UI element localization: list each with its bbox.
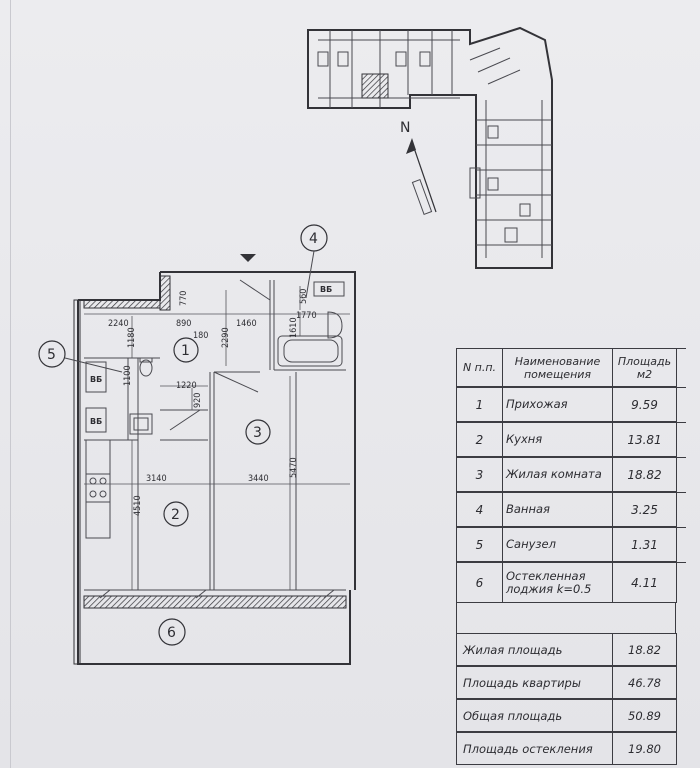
- dim-3440: 3440: [248, 474, 269, 484]
- header-name: Наименование помещения: [503, 349, 613, 387]
- summary-value: 46.78: [613, 667, 677, 699]
- stove: [85, 439, 111, 539]
- row-area: 9.59: [613, 388, 677, 422]
- dim-2290: 2290: [221, 327, 231, 348]
- row-name: Прихожая: [503, 388, 613, 422]
- dim-890: 890: [176, 319, 191, 329]
- row-area: 3.25: [613, 493, 677, 527]
- svg-text:3: 3: [253, 425, 262, 441]
- table-row: 4 Ванная 3.25: [456, 492, 686, 527]
- vb-label-1: ВБ: [90, 375, 102, 384]
- svg-text:5: 5: [47, 347, 56, 363]
- row-num: 4: [457, 493, 503, 527]
- summary-row: Общая площадь 50.89: [456, 699, 677, 732]
- summary-label: Общая площадь: [457, 700, 613, 732]
- dim-1460: 1460: [236, 319, 257, 329]
- dim-1180: 1180: [127, 327, 137, 348]
- table-row: 2 Кухня 13.81: [456, 422, 686, 457]
- dim-1610: 1610: [289, 317, 299, 338]
- kitchen-sink: [129, 413, 153, 435]
- dim-5470: 5470: [289, 457, 299, 478]
- row-area: 18.82: [613, 458, 677, 492]
- table-gap: [456, 603, 676, 633]
- door-swings: [99, 279, 335, 599]
- summary-label: Площадь остекления: [457, 733, 613, 765]
- row-num: 5: [457, 528, 503, 562]
- dim-1220: 1220: [176, 381, 197, 391]
- room-number-2: 2: [163, 501, 189, 527]
- svg-text:4: 4: [309, 231, 318, 247]
- row-num: 2: [457, 423, 503, 457]
- water-heater-1: [85, 361, 107, 393]
- header-area: Площадь м2: [613, 349, 677, 387]
- room-number-6: 6: [158, 618, 186, 646]
- summary-row: Площадь остекления 19.80: [456, 732, 677, 765]
- room-number-3: 3: [245, 419, 271, 445]
- vb-label-3: ВБ: [320, 285, 332, 294]
- row-name: Остекленная лоджия k=0.5: [503, 563, 613, 603]
- summary-row: Площадь квартиры 46.78: [456, 666, 677, 699]
- header-num: N п.п.: [457, 349, 503, 387]
- summary-value: 18.82: [613, 634, 677, 666]
- interior-walls: [84, 280, 346, 591]
- room-number-1: 1: [173, 337, 199, 363]
- table-header: N п.п. Наименование помещения Площадь м2: [456, 348, 686, 387]
- selected-apartment-marker: [361, 73, 389, 99]
- dim-2240: 2240: [108, 319, 129, 329]
- svg-text:2: 2: [171, 507, 180, 523]
- water-heater-3: [313, 281, 345, 297]
- svg-text:6: 6: [167, 625, 176, 641]
- row-area: 13.81: [613, 423, 677, 457]
- area-table: N п.п. Наименование помещения Площадь м2…: [456, 348, 686, 765]
- north-arrow: [406, 138, 437, 215]
- row-area: 4.11: [613, 563, 677, 603]
- row-name: Ванная: [503, 493, 613, 527]
- room-number-5: 5: [38, 340, 123, 373]
- dim-560: 560: [299, 289, 309, 304]
- page-fold-line: [10, 0, 11, 768]
- row-name: Жилая комната: [503, 458, 613, 492]
- row-name: Кухня: [503, 423, 613, 457]
- vb-label-2: ВБ: [90, 417, 102, 426]
- summary-label: Площадь квартиры: [457, 667, 613, 699]
- row-name: Санузел: [503, 528, 613, 562]
- dim-1100: 1100: [123, 365, 133, 386]
- row-num: 3: [457, 458, 503, 492]
- dim-770: 770: [179, 291, 189, 306]
- table-row: 5 Санузел 1.31: [456, 527, 686, 562]
- dim-180: 180: [193, 331, 208, 341]
- entrance-marker: [240, 254, 256, 262]
- svg-text:1: 1: [181, 343, 190, 359]
- toilet: [139, 357, 153, 377]
- dim-3140: 3140: [146, 474, 167, 484]
- north-label: N: [400, 120, 410, 136]
- summary-label: Жилая площадь: [457, 634, 613, 666]
- bathtub: [277, 335, 343, 367]
- dim-1770: 1770: [296, 311, 317, 321]
- summary-value: 50.89: [613, 700, 677, 732]
- water-heater-2: [85, 407, 107, 433]
- row-num: 6: [457, 563, 503, 603]
- dim-4510: 4510: [133, 495, 143, 516]
- washbasin-bathroom: [327, 311, 343, 339]
- outer-walls: [73, 271, 356, 665]
- dimension-lines: [84, 286, 350, 590]
- summary-value: 19.80: [613, 733, 677, 765]
- room-number-4: 4: [300, 224, 328, 299]
- dim-920: 920: [193, 393, 203, 408]
- building-outline: [307, 26, 553, 269]
- table-row: 3 Жилая комната 18.82: [456, 457, 686, 492]
- table-row: 6 Остекленная лоджия k=0.5 4.11: [456, 562, 686, 603]
- table-row: 1 Прихожая 9.59: [456, 387, 686, 422]
- summary-row: Жилая площадь 18.82: [456, 633, 677, 666]
- row-area: 1.31: [613, 528, 677, 562]
- row-num: 1: [457, 388, 503, 422]
